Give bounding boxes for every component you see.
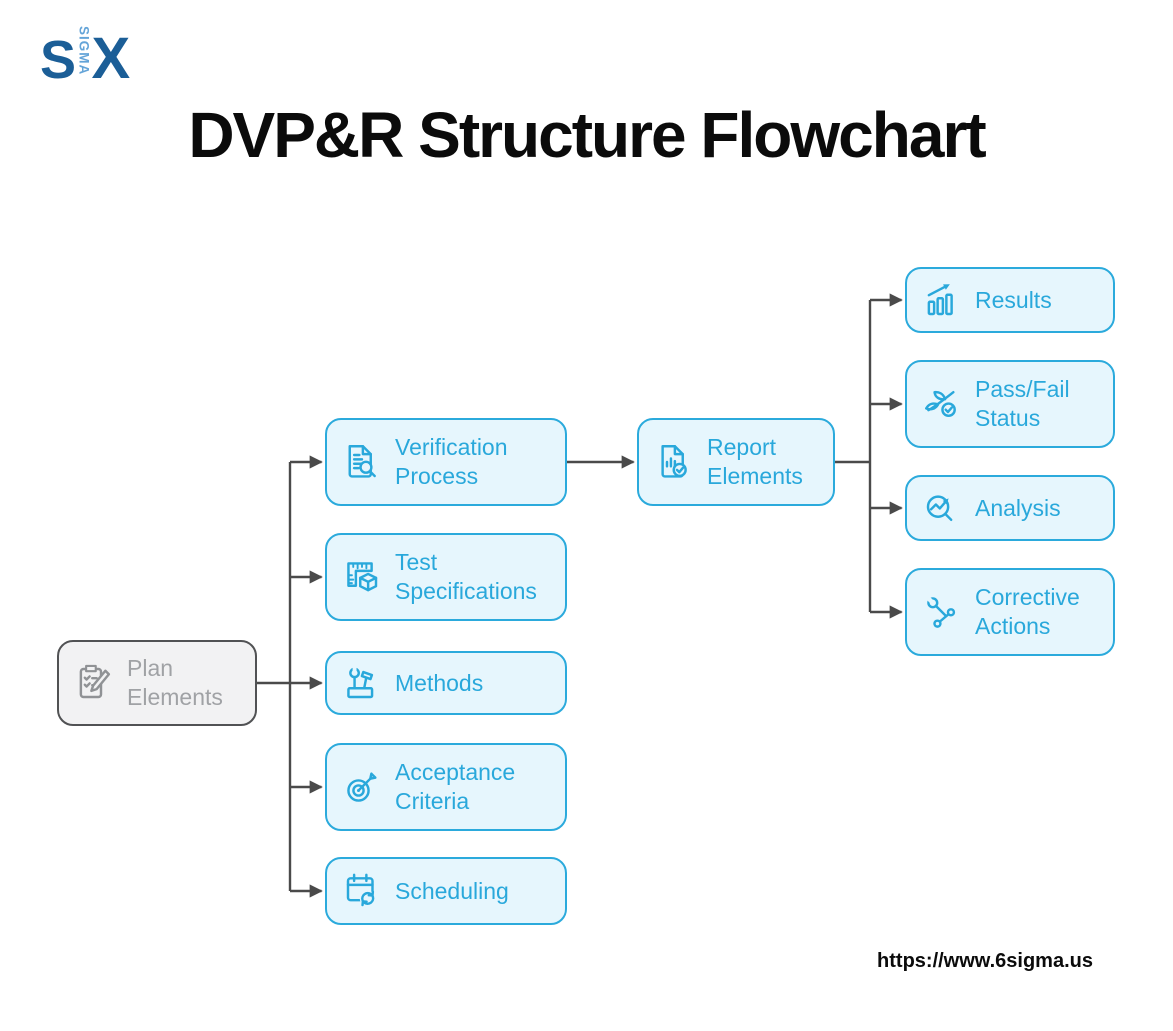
node-label: Methods (395, 669, 484, 696)
node-label: Test Specifications (395, 549, 537, 604)
node-scheduling: Scheduling (325, 857, 567, 925)
node-label: Analysis (975, 494, 1061, 521)
node-label: Verification Process (395, 434, 508, 489)
six-sigma-logo: S SIGMA X (40, 25, 131, 91)
node-label: Results (975, 286, 1052, 313)
node-verification-process: Verification Process (325, 418, 567, 506)
node-test-specifications: Test Specifications (325, 533, 567, 621)
node-plan-elements: Plan Elements (57, 640, 257, 726)
bar-chart-growth-icon (927, 284, 953, 316)
tools-icon (347, 664, 374, 699)
node-label: Report Elements (707, 434, 803, 489)
document-search-icon (348, 445, 376, 478)
magnifier-trend-icon (926, 495, 953, 522)
node-pass-fail-status: Pass/Fail Status (905, 360, 1115, 448)
node-label: Scheduling (395, 877, 509, 904)
footer-url: https://www.6sigma.us (877, 950, 1093, 972)
node-corrective-actions: Corrective Actions (905, 568, 1115, 656)
node-report-elements: Report Elements (637, 418, 835, 506)
wrenches-icon (925, 595, 956, 628)
node-label: Pass/Fail Status (975, 376, 1070, 431)
node-label: Acceptance Criteria (395, 759, 516, 814)
branch-check-icon (925, 390, 956, 418)
node-label: Corrective Actions (975, 584, 1080, 639)
node-methods: Methods (325, 651, 567, 715)
report-check-icon (661, 445, 687, 478)
node-acceptance-criteria: Acceptance Criteria (325, 743, 567, 831)
node-label: Plan Elements (127, 655, 223, 710)
page-title: DVP&R Structure Flowchart (188, 99, 986, 171)
node-results: Results (905, 267, 1115, 333)
node-analysis: Analysis (905, 475, 1115, 541)
logo-letter-x: X (91, 25, 131, 91)
logo-sigma-vertical-text: SIGMA (76, 26, 92, 76)
ruler-cube-icon (347, 562, 378, 592)
logo-letter-s: S (40, 29, 77, 90)
clipboard-pencil-icon (79, 664, 111, 699)
target-dart-icon (347, 772, 377, 802)
calendar-refresh-icon (346, 873, 376, 907)
